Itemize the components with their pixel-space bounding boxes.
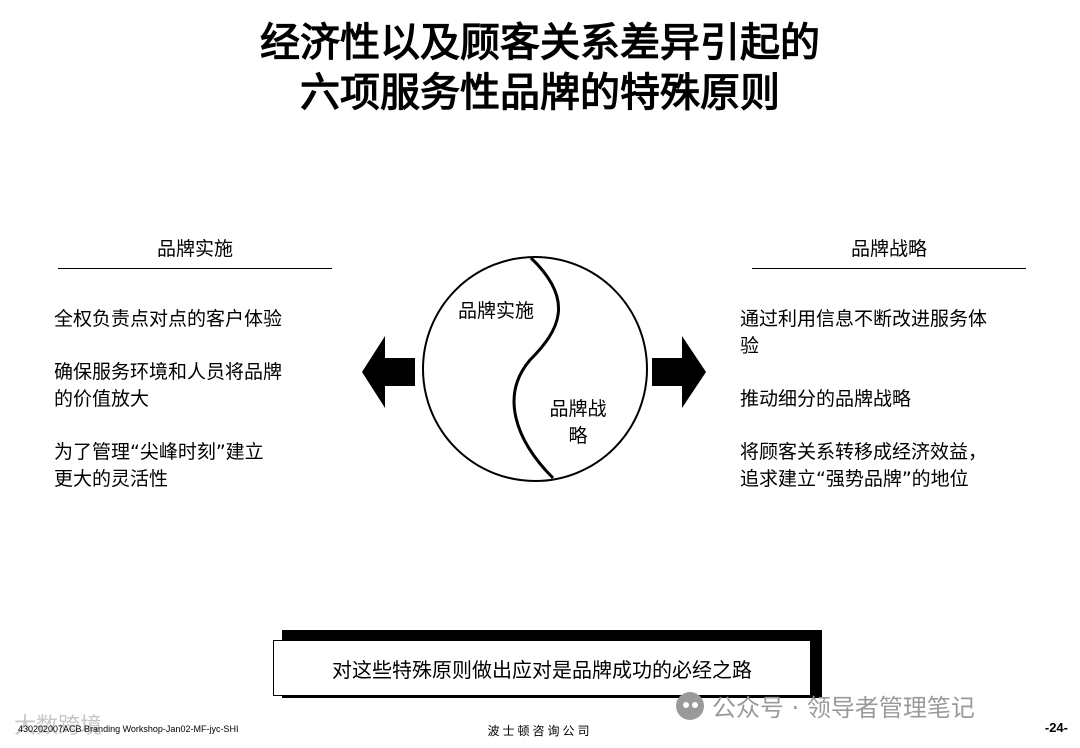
circle-lower-label: 品牌战 略 <box>549 398 607 447</box>
title-line-2: 六项服务性品牌的特殊原则 <box>300 70 780 116</box>
arrow-right-icon <box>652 336 706 408</box>
page-title: 经济性以及顾客关系差异引起的 六项服务性品牌的特殊原则 <box>0 18 1080 118</box>
footer-file-name: 430202007ACB Branding Workshop-Jan02-MF-… <box>18 724 239 734</box>
list-item: 将顾客关系转移成经济效益， 追求建立“强势品牌”的地位 <box>740 441 988 490</box>
list-item: 为了管理“尖峰时刻”建立 更大的灵活性 <box>54 441 264 490</box>
left-bullet-list: 全权负责点对点的客户体验 确保服务环境和人员将品牌 的价值放大 为了管理“尖峰时… <box>54 306 354 519</box>
arrow-left-icon <box>362 336 415 408</box>
s-curve-divider <box>512 256 560 480</box>
list-item: 全权负责点对点的客户体验 <box>54 308 283 330</box>
page-number: -24- <box>1044 720 1068 735</box>
circle-upper-label: 品牌实施 <box>458 300 535 322</box>
wechat-icon <box>676 691 704 720</box>
conclusion-text: 对这些特殊原则做出应对是品牌成功的必经之路 <box>332 657 752 682</box>
list-item: 确保服务环境和人员将品牌 的价值放大 <box>54 361 283 410</box>
watermark-wechat: 公众号 · 领导者管理笔记 <box>676 688 975 723</box>
footer-company: 波士顿咨询公司 <box>487 724 593 738</box>
watermark-left: 大数跨境 <box>14 714 103 739</box>
brand-circle <box>422 256 648 482</box>
right-column-heading: 品牌战略 <box>850 238 927 260</box>
right-heading-rule <box>752 268 1026 269</box>
list-item: 推动细分的品牌战略 <box>740 388 912 410</box>
left-heading-rule <box>58 268 332 269</box>
conclusion-box: 对这些特殊原则做出应对是品牌成功的必经之路 <box>273 640 811 696</box>
left-column-heading: 品牌实施 <box>156 238 233 260</box>
list-item: 通过利用信息不断改进服务体 验 <box>740 308 988 357</box>
title-line-1: 经济性以及顾客关系差异引起的 <box>260 20 820 66</box>
right-bullet-list: 通过利用信息不断改进服务体 验 推动细分的品牌战略 将顾客关系转移成经济效益， … <box>740 306 1060 519</box>
